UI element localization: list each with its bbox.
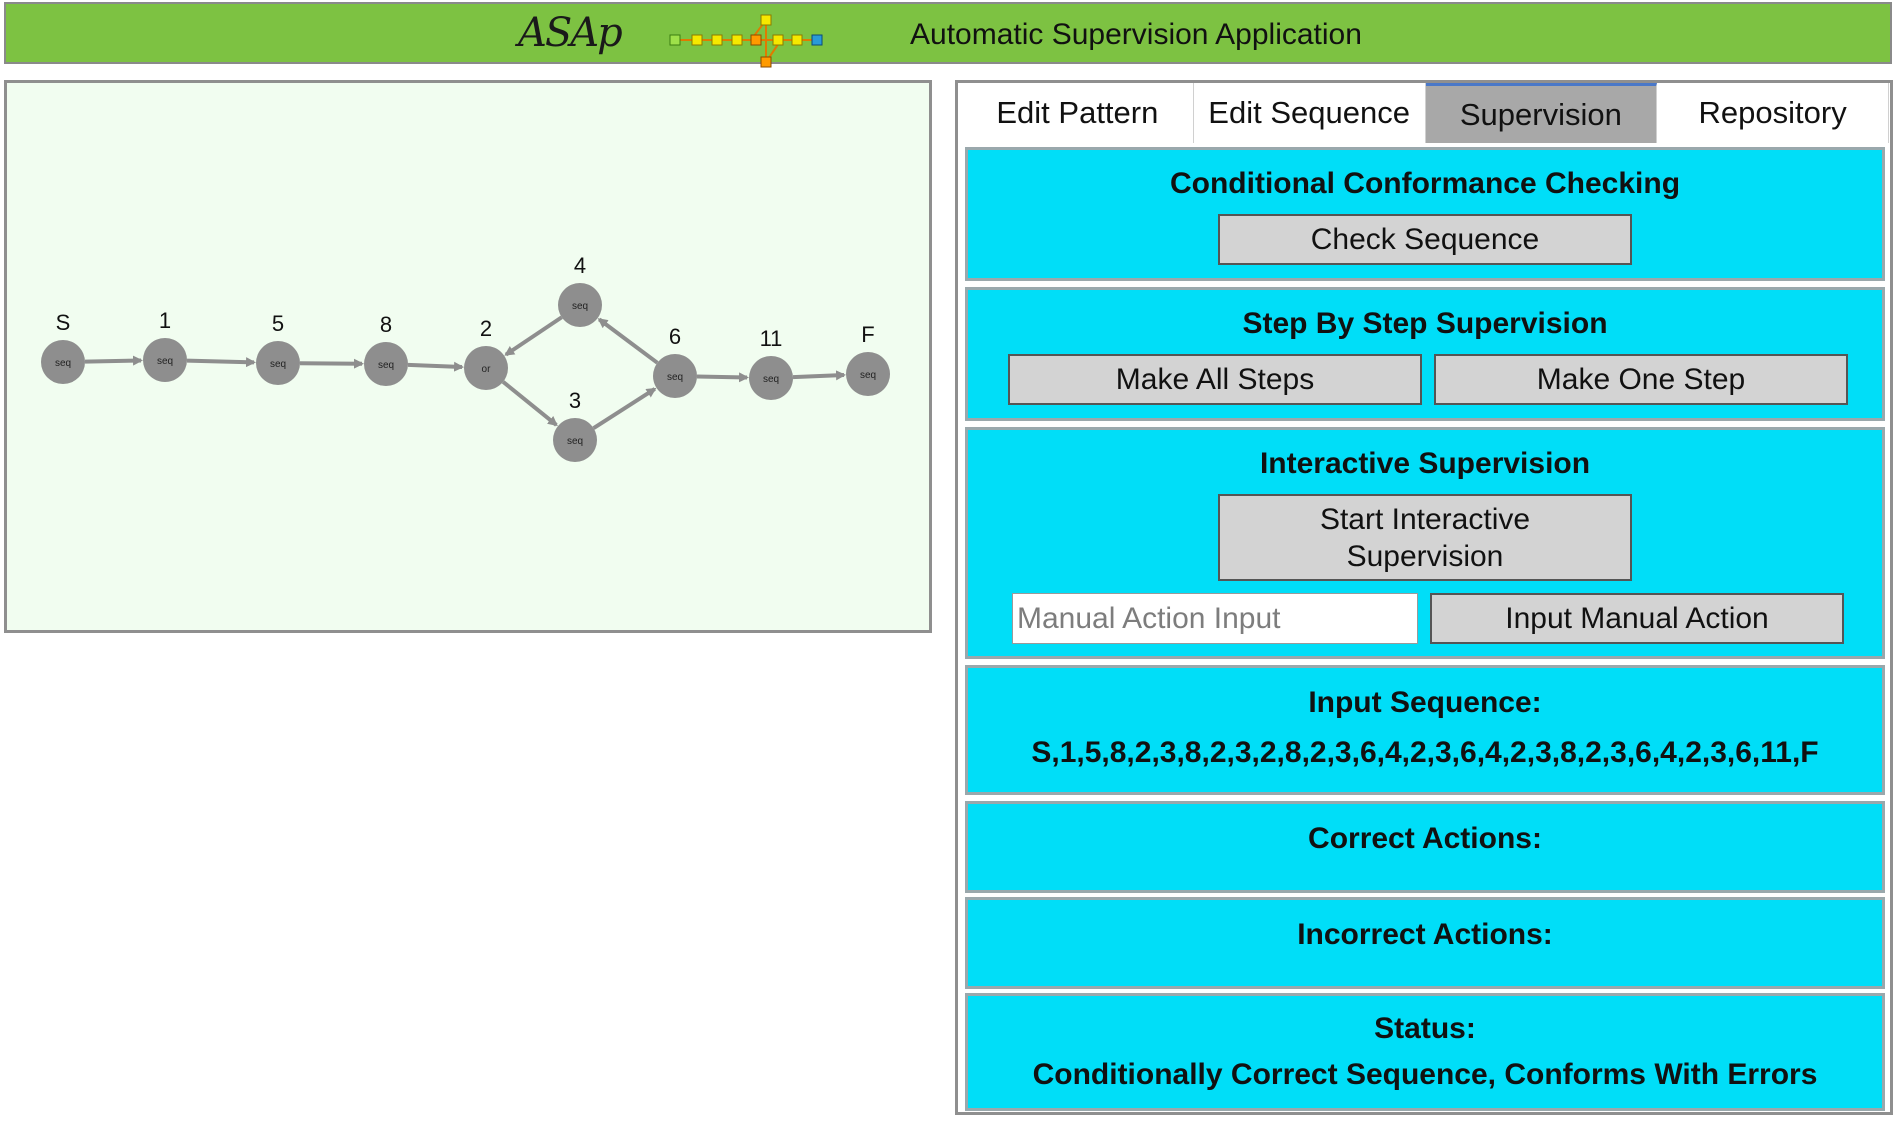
check-sequence-button[interactable]: Check Sequence [1218, 214, 1632, 265]
graph-node-1[interactable]: seq 1 [143, 308, 187, 382]
graph-node-type: seq [860, 370, 876, 381]
step-supervision-title: Step By Step Supervision [1242, 307, 1608, 340]
input-sequence-section: Input Sequence: S,1,5,8,2,3,8,2,3,2,8,2,… [965, 665, 1885, 795]
graph-node-type: or [482, 364, 492, 375]
conformance-section: Conditional Conformance Checking Check S… [965, 147, 1885, 281]
graph-node-circle [256, 341, 300, 385]
start-interactive-supervision-button[interactable]: Start Interactive Supervision [1218, 494, 1632, 581]
graph-node-circle [553, 418, 597, 462]
interactive-supervision-section: Interactive Supervision Start Interactiv… [965, 427, 1885, 659]
incorrect-actions-section: Incorrect Actions: [965, 897, 1885, 989]
tab-repository[interactable]: Repository [1657, 83, 1889, 143]
status-value: Conditionally Correct Sequence, Conforms… [1032, 1058, 1818, 1091]
graph-node-label: 8 [380, 312, 392, 337]
conformance-title: Conditional Conformance Checking [1169, 167, 1681, 200]
graph-node-circle [653, 354, 697, 398]
graph-edge-1-5 [186, 357, 257, 368]
graph-node-6[interactable]: seq 6 [653, 324, 697, 398]
graph-node-circle [143, 338, 187, 382]
app-logo: ASAp [518, 10, 623, 56]
graph-node-3[interactable]: seq 3 [553, 388, 597, 462]
start-interactive-label-2: Supervision [1346, 539, 1504, 573]
graph-node-4[interactable]: seq 4 [558, 253, 602, 327]
graph-node-label: 6 [669, 324, 681, 349]
tab-bar: Edit Pattern Edit Sequence Supervision R… [962, 83, 1889, 143]
graph-node-label: 5 [272, 311, 284, 336]
graph-edge-2-3 [501, 380, 558, 427]
interactive-supervision-title: Interactive Supervision [1259, 447, 1591, 480]
status-section: Status: Conditionally Correct Sequence, … [965, 993, 1885, 1111]
graph-node-type: seq [763, 374, 779, 385]
graph-edge-4-2 [504, 315, 563, 357]
graph-node-circle [558, 283, 602, 327]
graph-edge-11-F [792, 370, 847, 381]
correct-actions-section: Correct Actions: [965, 801, 1885, 893]
status-title: Status: [1374, 1012, 1476, 1045]
correct-actions-title: Correct Actions: [1308, 822, 1542, 855]
graph-node-label: S [56, 310, 71, 335]
graph-node-type: seq [567, 436, 583, 447]
graph-edge-5-8 [299, 358, 365, 369]
graph-node-type: seq [378, 360, 394, 371]
tab-edit-sequence[interactable]: Edit Sequence [1193, 83, 1426, 143]
input-sequence-value: S,1,5,8,2,3,8,2,3,2,8,2,3,6,4,2,3,6,4,2,… [1031, 736, 1819, 769]
graph-node-label: 3 [569, 388, 581, 413]
incorrect-actions-title: Incorrect Actions: [1297, 918, 1553, 951]
graph-node-label: 4 [574, 253, 586, 278]
logo-graph-icon [669, 14, 823, 68]
input-sequence-title: Input Sequence: [1308, 686, 1542, 719]
graph-edge-3-6 [592, 387, 657, 430]
graph-node-8[interactable]: seq 8 [364, 312, 408, 386]
graph-edge-S-1 [84, 355, 144, 366]
graph-node-type: seq [270, 359, 286, 370]
graph-node-circle [749, 356, 793, 400]
graph-edge-8-2 [407, 361, 465, 372]
start-interactive-label-1: Start Interactive [1319, 502, 1531, 536]
graph-node-type: seq [667, 372, 683, 383]
step-supervision-section: Step By Step Supervision Make All Steps … [965, 287, 1885, 421]
graph-edge-6-4 [597, 317, 659, 365]
graph-node-circle [364, 342, 408, 386]
graph-node-2[interactable]: or 2 [464, 316, 508, 390]
tab-supervision[interactable]: Supervision [1425, 83, 1658, 143]
graph-node-label: F [861, 322, 874, 347]
graph-node-type: seq [572, 301, 588, 312]
make-one-step-button[interactable]: Make One Step [1434, 354, 1848, 405]
make-all-steps-button[interactable]: Make All Steps [1008, 354, 1422, 405]
manual-action-input[interactable] [1012, 593, 1418, 644]
tab-edit-pattern[interactable]: Edit Pattern [962, 83, 1194, 143]
graph-node-label: 1 [159, 308, 171, 333]
graph-node-label: 11 [760, 326, 783, 351]
control-panel: Edit Pattern Edit Sequence Supervision R… [955, 80, 1893, 1115]
graph-node-S[interactable]: seq S [41, 310, 85, 384]
graph-node-type: seq [55, 358, 71, 369]
graph-edge-6-11 [696, 372, 750, 383]
graph-node-5[interactable]: seq 5 [256, 311, 300, 385]
graph-node-circle [464, 346, 508, 390]
app-title: Automatic Supervision Application [910, 18, 1362, 51]
graph-node-circle [846, 352, 890, 396]
app-header: ASAp Automatic Supervision Application [4, 2, 1892, 68]
graph-node-F[interactable]: seq F [846, 322, 890, 396]
graph-node-type: seq [157, 356, 173, 367]
graph-node-11[interactable]: seq 11 [749, 326, 793, 400]
graph-node-label: 2 [480, 316, 492, 341]
input-manual-action-button[interactable]: Input Manual Action [1430, 593, 1844, 644]
graph-node-circle [41, 340, 85, 384]
